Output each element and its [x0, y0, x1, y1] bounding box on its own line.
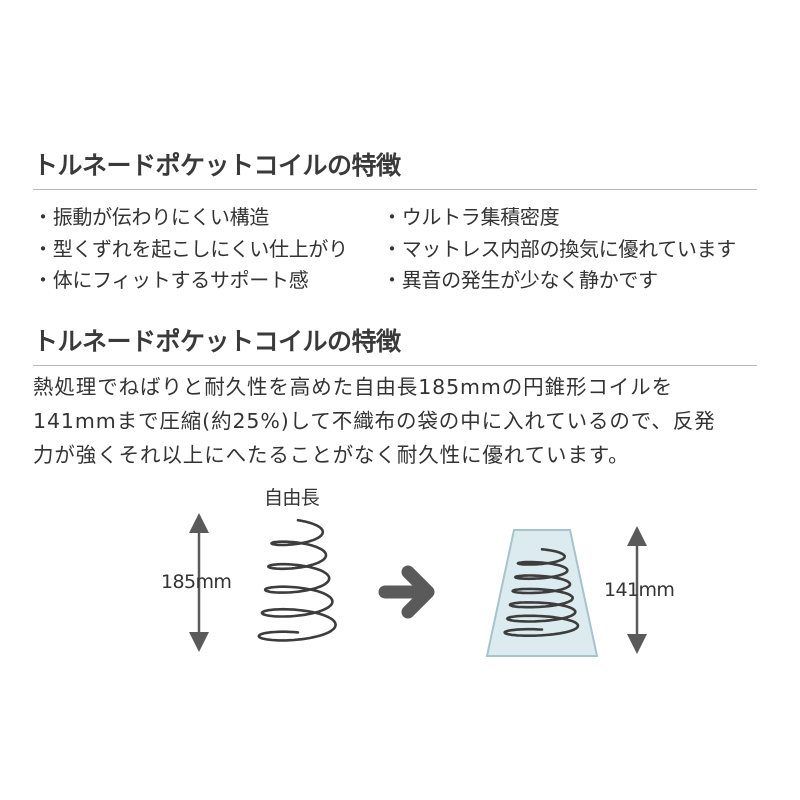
- feature-item: ・マットレス内部の換気に優れています: [382, 237, 736, 261]
- description-paragraph: 熱処理でねばりと耐久性を高めた自由長185mmの円錐形コイルを 141mmまで圧…: [33, 370, 768, 472]
- double-headed-vertical-arrow-icon: [189, 513, 209, 652]
- description-line: 熱処理でねばりと耐久性を高めた自由長185mmの円錐形コイルを: [33, 375, 673, 399]
- feature-item: ・ウルトラ集積密度: [382, 205, 560, 229]
- feature-item: ・型くずれを起こしにくい仕上がり: [33, 237, 348, 261]
- coil-spiral-path: [257, 518, 337, 642]
- double-headed-vertical-arrow-icon: [627, 526, 647, 654]
- feature-item: ・異音の発生が少なく静かです: [382, 268, 658, 292]
- coil-spiral-path: [503, 548, 580, 637]
- free-height-label: 185mm: [161, 571, 232, 593]
- section-title-features: トルネードポケットコイルの特徴: [33, 151, 401, 180]
- description-line: 141mmまで圧縮(約25%)して不織布の袋の中に入れているので、反発: [33, 409, 716, 433]
- title-divider: [33, 365, 757, 366]
- section-title-description: トルネードポケットコイルの特徴: [33, 327, 401, 356]
- free-coil-spring: [257, 518, 337, 642]
- compressed-coil-spring: [503, 548, 580, 637]
- free-length-label: 自由長: [264, 487, 320, 509]
- compressed-height-label: 141mm: [604, 579, 675, 601]
- right-arrow-icon: [378, 565, 435, 619]
- feature-item: ・体にフィットするサポート感: [33, 268, 309, 292]
- title-divider: [33, 189, 757, 190]
- feature-item: ・振動が伝わりにくい構造: [33, 205, 269, 229]
- description-line: 力が強くそれ以上にへたることがなく耐久性に優れています。: [33, 443, 630, 467]
